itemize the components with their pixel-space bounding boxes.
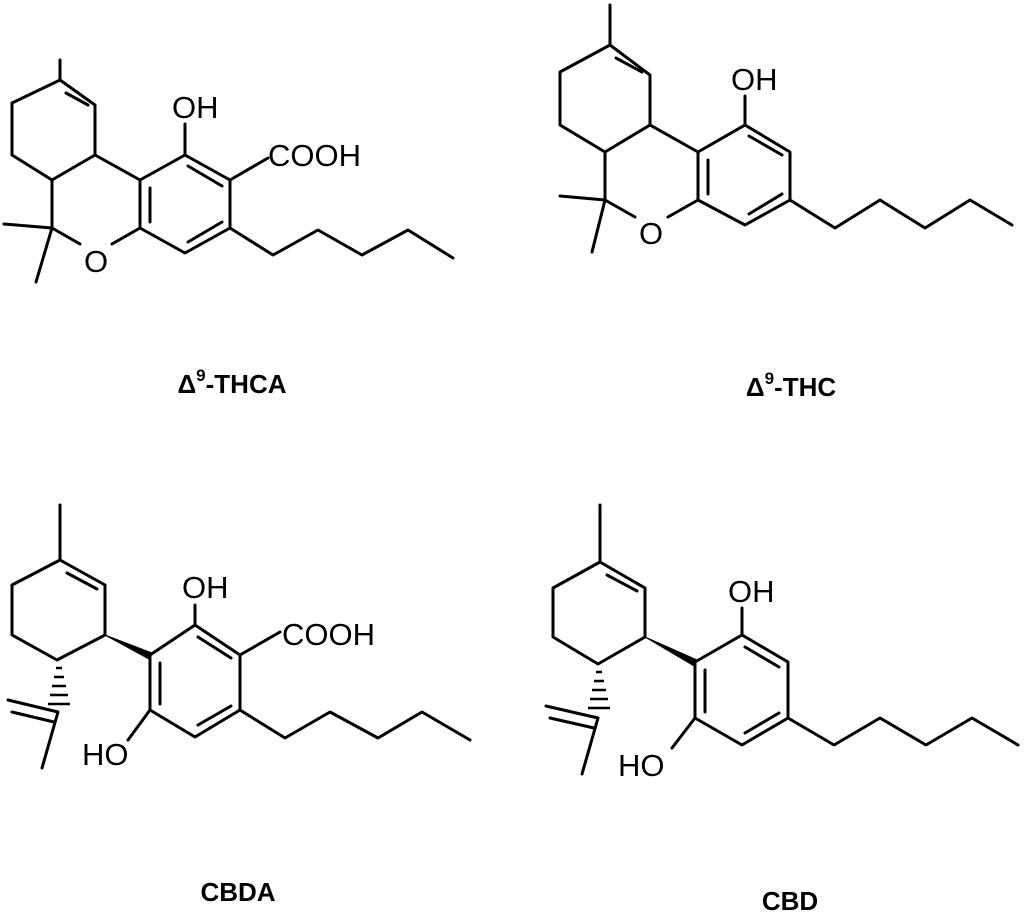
thc-hydroxyl-label: OH — [731, 62, 778, 97]
thca-caption: Δ9-THCA — [177, 366, 286, 399]
cbd-bonds — [544, 503, 1020, 776]
thc-ring-oxygen-label: O — [639, 216, 663, 251]
thc-caption: Δ9-THC — [746, 369, 836, 402]
cbda-carboxyl-label: COOH — [282, 617, 375, 652]
thc-bonds — [558, 3, 1014, 254]
thc-structure: OH O Δ9-THC — [558, 3, 1014, 402]
thca-carboxyl-label: COOH — [268, 138, 361, 173]
cbda-structure: OH COOH HO CBDA — [6, 503, 472, 907]
thca-hydroxyl-label: OH — [172, 90, 219, 125]
thca-ring-oxygen-label: O — [84, 244, 108, 279]
cbda-bonds — [6, 503, 472, 770]
cbd-hydroxyl-top-label: OH — [728, 574, 775, 609]
cbd-caption: CBD — [762, 886, 818, 916]
cbda-hydroxyl-top-label: OH — [182, 570, 229, 605]
cbd-structure: OH HO CBD — [544, 503, 1020, 916]
thca-bonds — [2, 58, 455, 284]
cbda-hydroxyl-bottom-label: HO — [82, 737, 129, 772]
cbda-caption: CBDA — [200, 877, 275, 907]
cbd-hydroxyl-bottom-label: HO — [618, 748, 665, 783]
thca-structure: OH COOH O Δ9-THCA — [2, 58, 455, 399]
